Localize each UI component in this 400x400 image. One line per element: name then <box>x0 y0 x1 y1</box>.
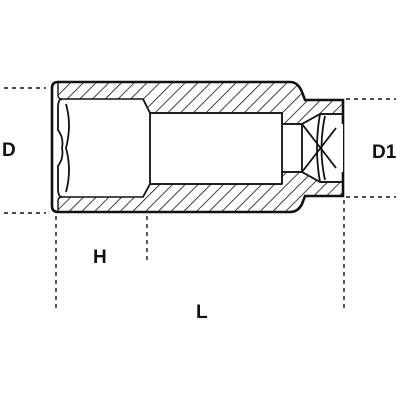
socket-outline <box>50 80 345 214</box>
hex-opening <box>57 98 151 198</box>
label-d1: D1 <box>372 142 397 163</box>
dimension-lines <box>4 87 396 310</box>
inner-bore <box>150 112 283 185</box>
label-h: H <box>93 247 107 268</box>
square-drive <box>282 113 343 183</box>
hatched-wall-sections <box>57 82 343 212</box>
label-d: D <box>2 140 16 161</box>
label-l: L <box>196 302 208 323</box>
